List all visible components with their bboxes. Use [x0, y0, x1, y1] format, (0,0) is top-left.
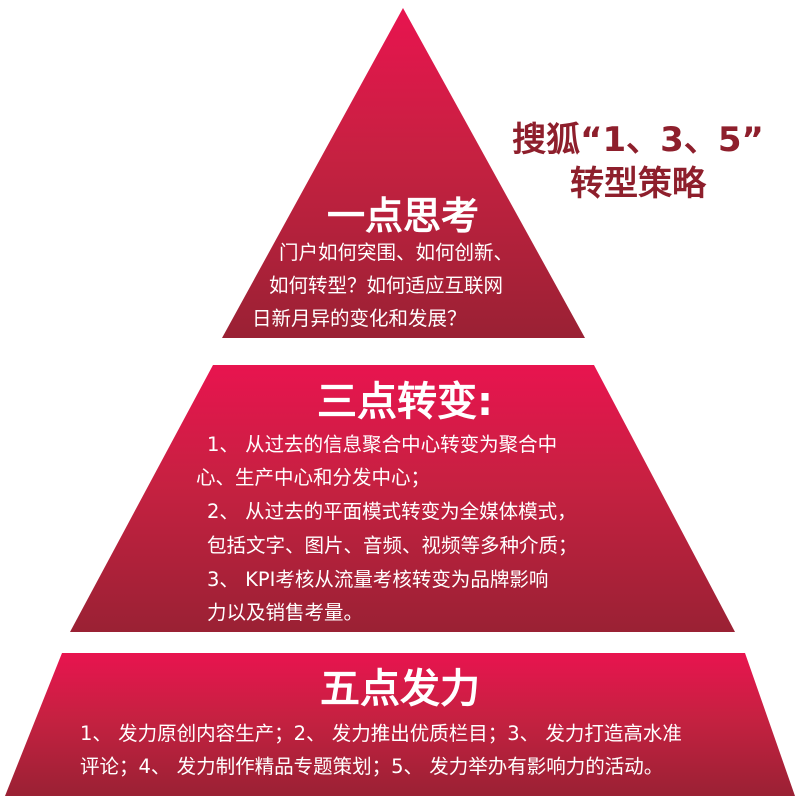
tier-middle-title: 三点转变:	[317, 379, 493, 425]
tier-middle-line: 2、 从过去的平面模式转变为全媒体模式，	[207, 500, 577, 523]
tier-bottom-line: 评论；4、 发力制作精品专题策划；5、 发力举办有影响力的活动。	[80, 755, 664, 778]
tier-bottom-title: 五点发力	[320, 666, 480, 712]
tier-middle-line: 力以及销售考量。	[207, 601, 364, 624]
tier-top-line: 如何转型？如何适应互联网	[269, 274, 504, 297]
tier-middle-shape	[70, 365, 735, 632]
tier-top-title: 一点思考	[326, 194, 479, 238]
strategy-title: 搜狐“1、3、5” 转型策略	[488, 118, 788, 206]
tier-middle-line: 心、生产中心和分发中心；	[196, 466, 431, 489]
tier-top-shape	[222, 8, 585, 338]
strategy-title-line1: 搜狐“1、3、5”	[512, 120, 764, 160]
tier-middle-line: 3、 KPI考核从流量考核转变为品牌影响	[207, 568, 549, 591]
tier-top-line: 日新月异的变化和发展？	[252, 307, 467, 330]
tier-middle-line: 包括文字、图片、音频、视频等多种介质；	[207, 534, 578, 557]
tier-middle-line: 1、 从过去的信息聚合中心转变为聚合中	[207, 433, 558, 456]
tier-bottom-shape	[5, 653, 795, 796]
tier-top-line: 门户如何突围、如何创新、	[279, 241, 514, 264]
strategy-title-line2: 转型策略	[570, 164, 706, 204]
tier-bottom-line: 1、 发力原创内容生产；2、 发力推出优质栏目；3、 发力打造高水准	[80, 722, 682, 745]
